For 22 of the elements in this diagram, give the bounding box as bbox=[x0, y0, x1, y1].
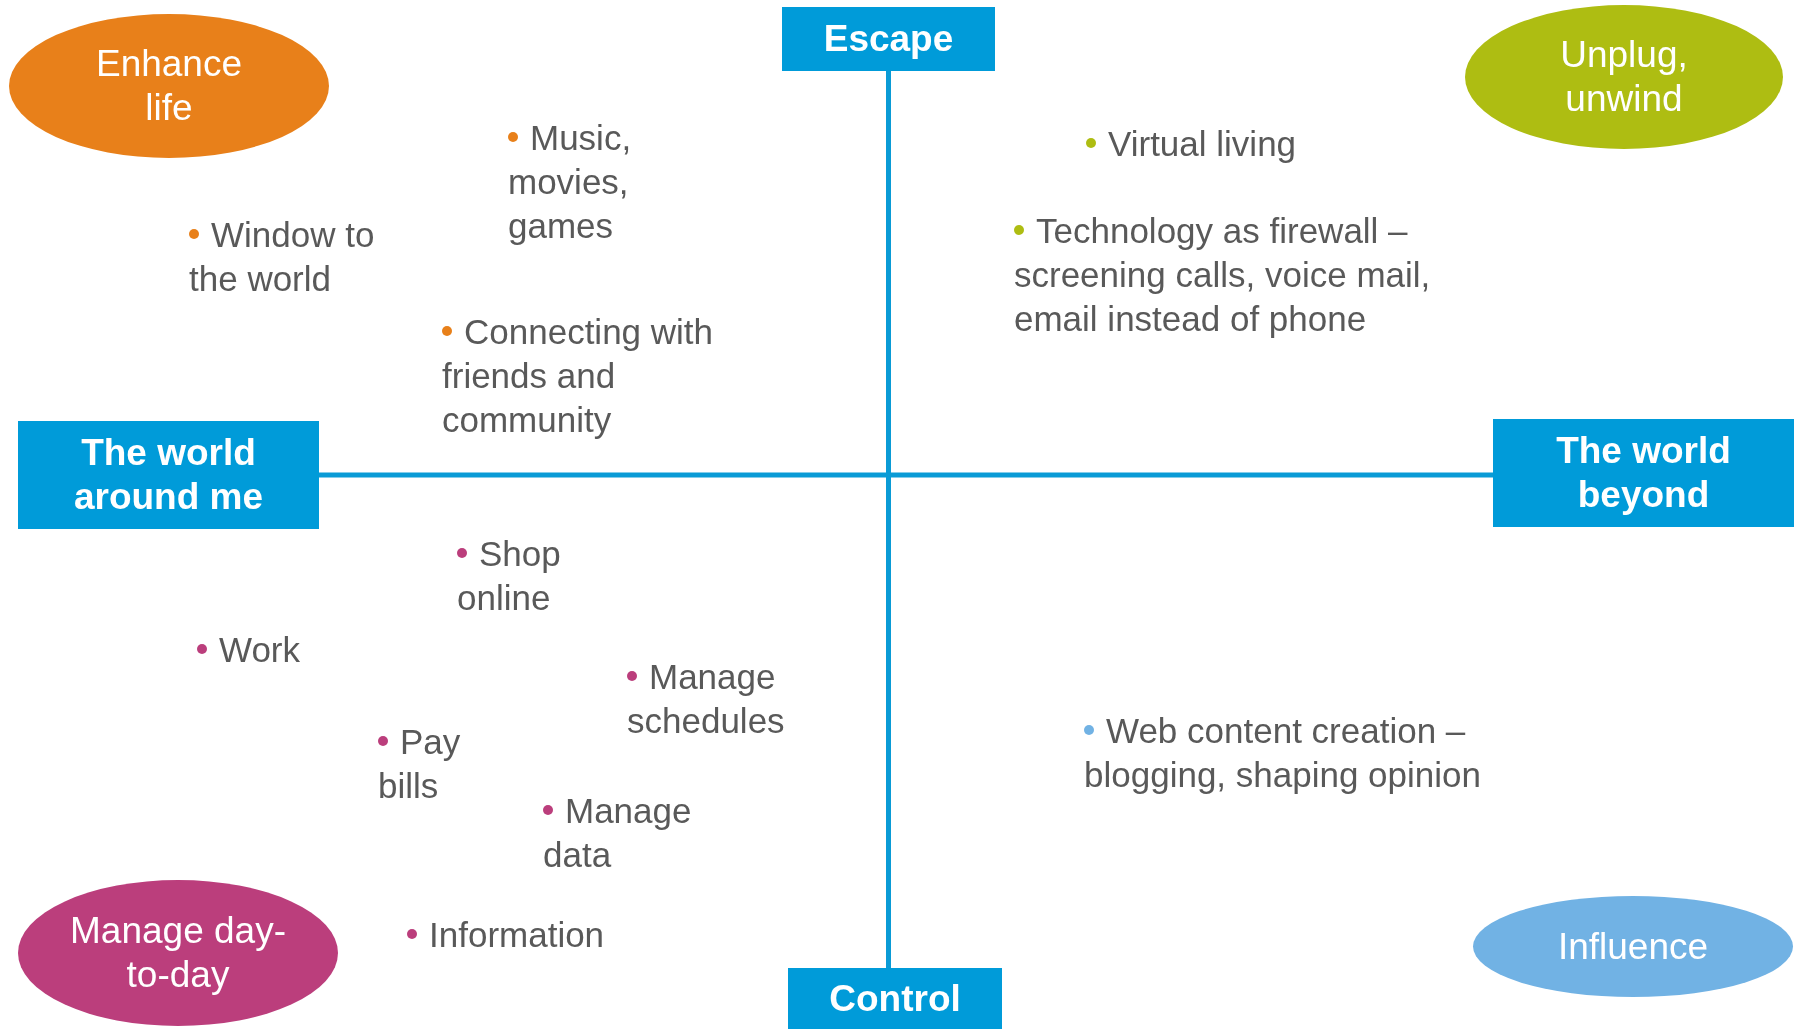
axis-label-box: Escape bbox=[782, 7, 995, 71]
bullet-text: Shop online bbox=[457, 533, 562, 619]
bullet-text: Window to the world bbox=[189, 214, 376, 300]
quadrant-ellipse: Enhance life bbox=[9, 14, 329, 158]
axis-label-box: The world around me bbox=[18, 421, 319, 529]
bullet-text: Pay bills bbox=[378, 721, 462, 807]
bullet-text: Connecting with friends and community bbox=[442, 311, 715, 441]
quadrant-ellipse: Unplug, unwind bbox=[1465, 5, 1783, 149]
bullet-text: Work bbox=[197, 628, 347, 672]
quadrant-ellipse: Manage day-to-day bbox=[18, 880, 338, 1026]
bullet-text: Technology as firewall – screening calls, voice mail, email instead of phone bbox=[1014, 210, 1432, 340]
bullet-text: Manage schedules bbox=[627, 656, 786, 742]
bullet-text: Information bbox=[407, 913, 667, 957]
quadrant-ellipse: Influence bbox=[1473, 896, 1793, 997]
bullet-text: Music, movies, games bbox=[508, 117, 633, 247]
axis-line bbox=[886, 71, 891, 968]
bullet-text: Virtual living bbox=[1086, 122, 1346, 166]
bullet-text: Web content creation – blogging, shaping opinion bbox=[1084, 710, 1482, 796]
bullet-text: Manage data bbox=[543, 790, 693, 876]
axis-label-box: Control bbox=[788, 968, 1002, 1029]
axis-line bbox=[319, 472, 1493, 478]
axis-label-box: The world beyond bbox=[1493, 419, 1794, 527]
